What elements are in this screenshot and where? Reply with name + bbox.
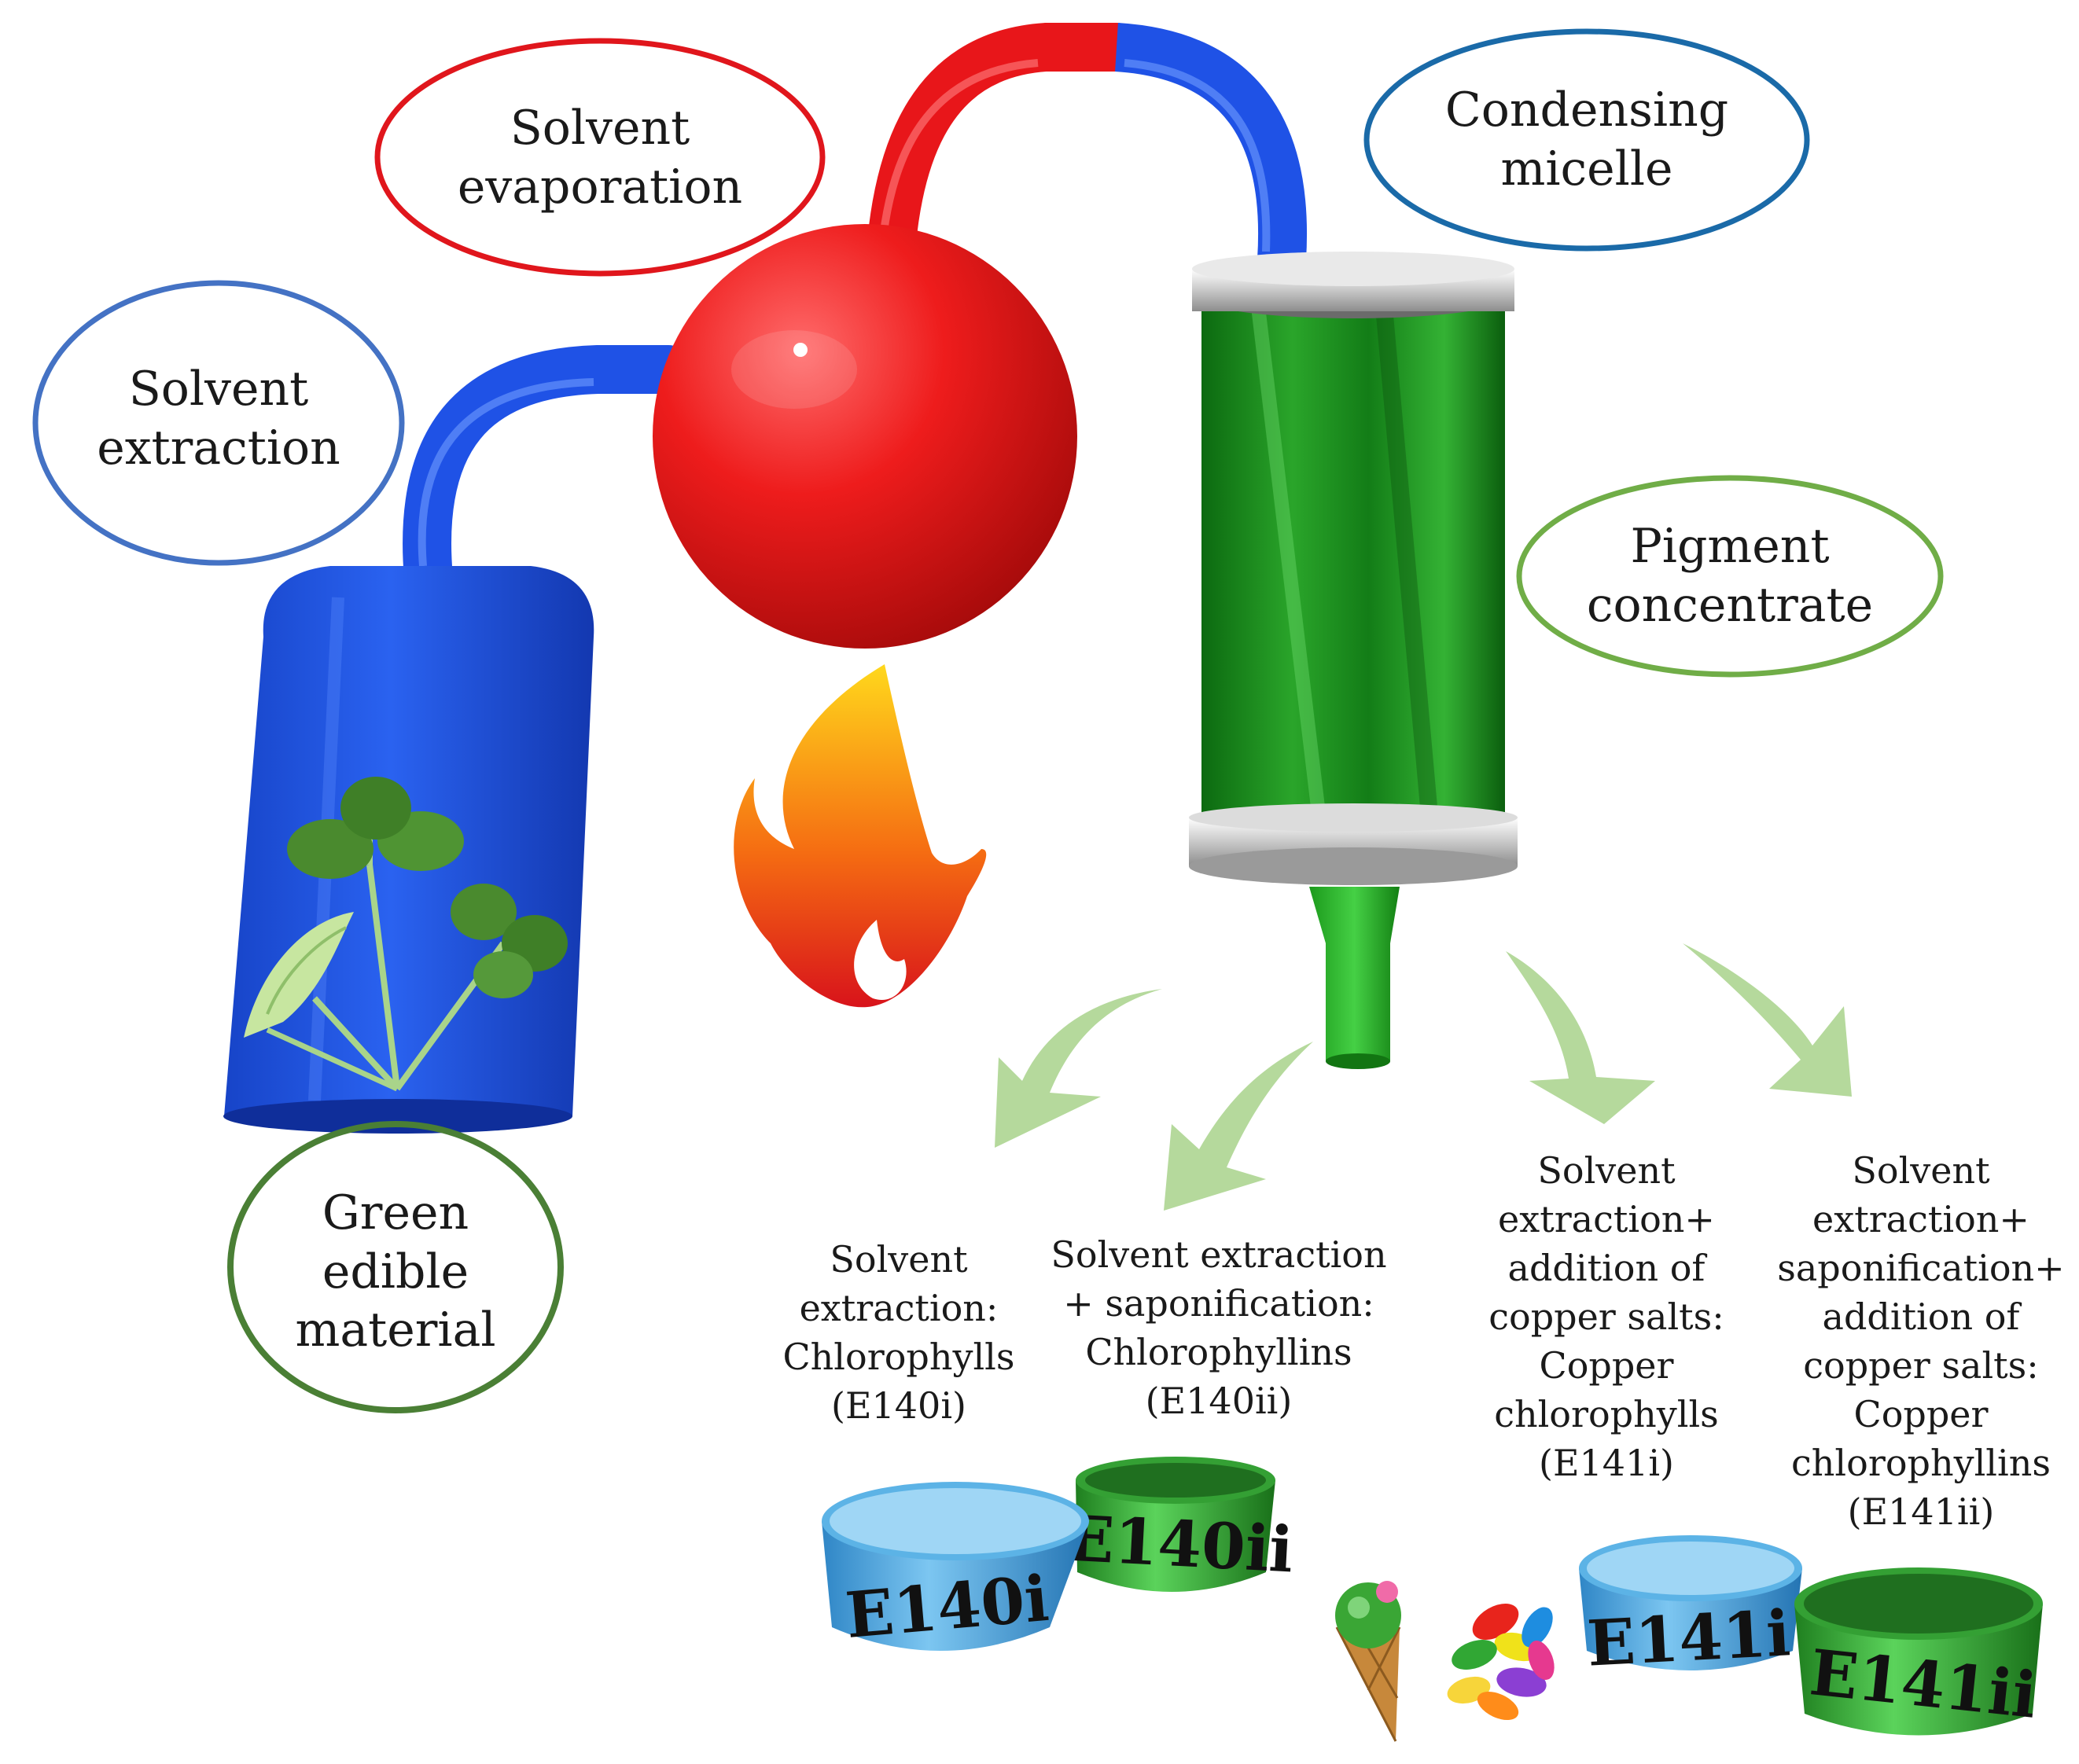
- stage-label-line2: extraction: [97, 421, 340, 476]
- stage-solvent-extraction: Solvent extraction: [32, 280, 405, 566]
- product-arrows: [995, 943, 1852, 1211]
- description-line: addition of: [1823, 1295, 2022, 1338]
- product-description-e141i: Solvent extraction+ addition of copper s…: [1488, 1149, 1724, 1484]
- description-line: extraction+: [1498, 1198, 1715, 1240]
- description-line: extraction:: [800, 1287, 999, 1329]
- condenser-column: [1189, 252, 1518, 1069]
- jar-label: E140i: [843, 1561, 1052, 1652]
- description-line: saponification+: [1777, 1247, 2064, 1289]
- leaf-icon: [244, 777, 568, 1092]
- description-line: Copper: [1540, 1344, 1674, 1387]
- stage-condensing-micelle: Condensing micelle: [1363, 28, 1810, 252]
- jar-e140i: E140i: [822, 1482, 1089, 1652]
- jelly-beans-icon: [1447, 1604, 1555, 1721]
- stage-pigment-concentrate: Pigment concentrate: [1516, 475, 1944, 678]
- flame-icon: [734, 664, 987, 1008]
- description-line: chlorophyllins: [1791, 1442, 2051, 1484]
- stage-label-line2: evaporation: [458, 160, 742, 215]
- jar-e141i: E141i: [1579, 1535, 1802, 1681]
- description-line: Copper: [1854, 1393, 1989, 1435]
- stage-label-line1: Green: [322, 1185, 469, 1240]
- stage-label-line1: Solvent: [129, 362, 309, 417]
- tube-cup-to-flask: [403, 345, 693, 602]
- jar-e141ii: E141ii: [1794, 1567, 2043, 1736]
- description-line: Solvent: [1537, 1149, 1676, 1192]
- stage-label-line2: concentrate: [1587, 578, 1873, 633]
- jar-label: E140ii: [1065, 1501, 1295, 1587]
- product-description-e140i: Solvent extraction: Chlorophylls (E140i): [782, 1238, 1014, 1427]
- description-line: extraction+: [1812, 1198, 2029, 1240]
- tube-flask-to-condenser-blue: [1114, 23, 1307, 261]
- description-line: (E141i): [1539, 1442, 1674, 1484]
- product-description-e141ii: Solvent extraction+ saponification+ addi…: [1777, 1149, 2064, 1533]
- description-line: (E141ii): [1848, 1490, 1995, 1533]
- ice-cream-icon: [1335, 1581, 1401, 1742]
- stage-solvent-evaporation: Solvent evaporation: [374, 38, 826, 277]
- stage-label-line2: micelle: [1500, 141, 1672, 197]
- description-line: (E140i): [831, 1384, 966, 1427]
- arrow-to-e140i: [995, 989, 1162, 1148]
- description-line: Solvent: [830, 1238, 968, 1281]
- description-line: chlorophylls: [1494, 1393, 1719, 1435]
- arrow-to-e141ii: [1683, 943, 1852, 1097]
- jar-label: E141i: [1585, 1596, 1792, 1680]
- extraction-vessel: [223, 566, 594, 1134]
- stage-label-line1: Condensing: [1445, 83, 1728, 138]
- stage-label-line2: edible: [322, 1244, 469, 1299]
- description-line: Chlorophyllins: [1085, 1331, 1352, 1373]
- stage-green-edible-material: Green edible material: [227, 1121, 564, 1413]
- stage-label-line1: Solvent: [510, 101, 690, 156]
- product-description-e140ii: Solvent extraction + saponification: Chl…: [1051, 1233, 1386, 1422]
- description-line: Chlorophylls: [782, 1336, 1014, 1378]
- description-line: + saponification:: [1063, 1282, 1374, 1325]
- description-line: copper salts:: [1488, 1295, 1724, 1338]
- description-line: addition of: [1508, 1247, 1708, 1289]
- description-line: copper salts:: [1803, 1344, 2039, 1387]
- arrow-to-e140ii: [1164, 1042, 1313, 1211]
- description-line: (E140ii): [1146, 1380, 1293, 1422]
- stage-label-line3: material: [295, 1303, 495, 1358]
- evaporation-flask: [653, 224, 1077, 649]
- stage-label-line1: Pigment: [1630, 519, 1829, 574]
- description-line: Solvent extraction: [1051, 1233, 1386, 1276]
- description-line: Solvent: [1852, 1149, 1990, 1192]
- jar-e140ii: E140ii: [1065, 1457, 1295, 1592]
- arrow-to-e141i: [1506, 951, 1655, 1124]
